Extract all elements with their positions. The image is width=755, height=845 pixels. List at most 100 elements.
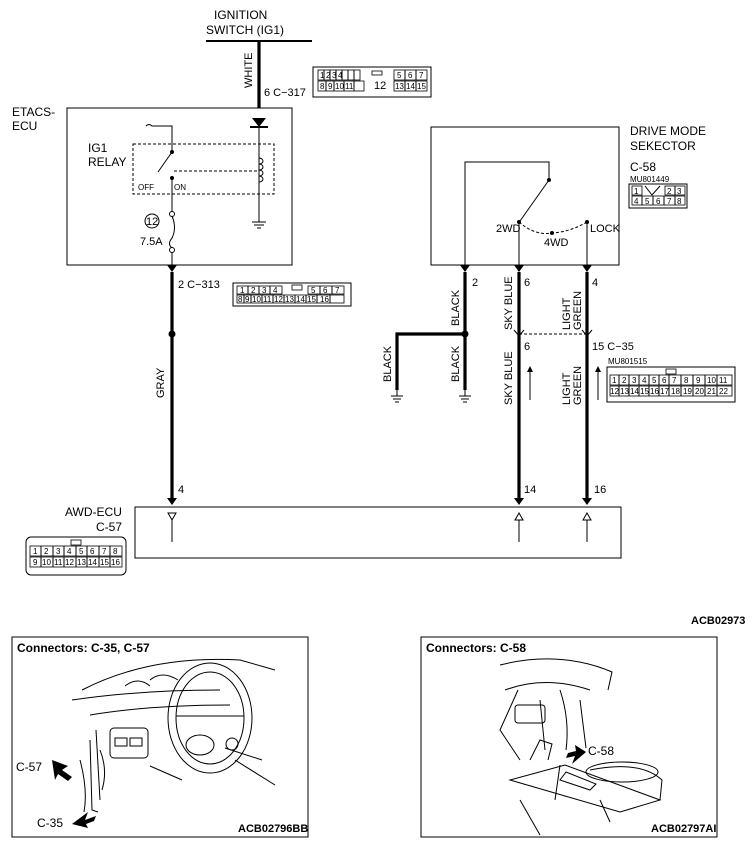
c35-pin-8: 8 xyxy=(684,376,689,385)
c313-pin-16: 16 xyxy=(320,295,329,304)
relay-label-2: RELAY xyxy=(88,155,126,169)
wire-label-white: WHITE xyxy=(243,53,255,88)
c57-pin-12: 12 xyxy=(65,558,74,567)
c35-pin-7: 7 xyxy=(672,376,677,385)
awd-ecu-terminal-14 xyxy=(514,511,524,542)
wire-black xyxy=(395,272,467,390)
c57-pin-10: 10 xyxy=(42,558,51,567)
c313-pin-6: 6 xyxy=(323,286,328,295)
ignition-switch-label-1: IGNITION xyxy=(214,8,267,22)
c313-pin-2: 2 xyxy=(251,286,256,295)
c57-pin-2: 2 xyxy=(44,547,49,556)
c317-pin-2: 2 xyxy=(326,71,331,80)
drive-mode-selector-label-1: DRIVE MODE xyxy=(630,124,706,138)
c58-pin-3: 3 xyxy=(677,187,682,196)
c57-pin-15: 15 xyxy=(100,558,109,567)
selector-common-lead xyxy=(464,161,550,265)
c35-pin-18: 18 xyxy=(671,387,680,396)
selector-pos-4wd: 4WD xyxy=(544,237,569,249)
wire-label-black-left: BLACK xyxy=(382,345,394,382)
selector-output-arrow-6 xyxy=(514,265,524,272)
c35-mark-light-green xyxy=(581,329,593,337)
pin-label-selector-6: 6 xyxy=(524,277,530,289)
c35-pin-21: 21 xyxy=(707,387,716,396)
etacs-ecu-box xyxy=(66,107,293,266)
photo-panel-c35-c57 xyxy=(11,636,309,838)
splice-point-gray xyxy=(168,330,176,338)
c317-pin-3: 3 xyxy=(332,71,337,80)
c313-pin-13: 13 xyxy=(285,295,294,304)
relay-pivot xyxy=(170,150,174,154)
photo-c35-arrow xyxy=(72,812,96,828)
awd-ecu-terminal-4 xyxy=(167,512,177,542)
console-illustration-right xyxy=(499,658,663,836)
c57-pin-8: 8 xyxy=(113,547,118,556)
selector-output-arrow-4 xyxy=(582,265,592,272)
c317-pin-9: 9 xyxy=(328,82,333,91)
diagram-code: ACB02973 xyxy=(691,615,745,627)
awd-input-arrow-14 xyxy=(514,498,524,505)
c58-pin-4: 4 xyxy=(634,197,639,206)
c35-pin-13: 13 xyxy=(620,387,629,396)
c317-pin-4: 4 xyxy=(338,71,343,80)
c35-pin-12: 12 xyxy=(610,387,619,396)
pin-label-c35-15: 15 C−35 xyxy=(592,341,634,353)
c35-pin-9: 9 xyxy=(696,376,701,385)
awd-ecu-connector: C-57 xyxy=(96,520,122,534)
c35-pin-2: 2 xyxy=(622,376,627,385)
c317-pin-14: 14 xyxy=(406,82,415,91)
c35-mark-sky-blue xyxy=(513,329,525,337)
photo-panel-c35-c57-title: Connectors: C-35, C-57 xyxy=(17,641,150,655)
c35-pin-19: 19 xyxy=(683,387,692,396)
relay-label-1: IG1 xyxy=(88,141,108,155)
c57-pin-6: 6 xyxy=(90,547,95,556)
c313-pin-8: 8 xyxy=(238,295,243,304)
photo-c57-callout: C-57 xyxy=(16,760,42,774)
c313-pin-1: 1 xyxy=(240,286,245,295)
c313-pin-7: 7 xyxy=(335,286,340,295)
c35-pin-10: 10 xyxy=(707,376,716,385)
c58-pin-2: 2 xyxy=(667,187,672,196)
c317-pin-10: 10 xyxy=(335,82,344,91)
c313-pin-3: 3 xyxy=(262,286,267,295)
photo-code-left: ACB02796BB xyxy=(238,823,308,835)
c57-pin-16: 16 xyxy=(111,558,120,567)
c313-pin-10: 10 xyxy=(252,295,261,304)
drive-mode-selector-label-2: SEKECTOR xyxy=(630,139,696,153)
photo-panel-c58-title: Connectors: C-58 xyxy=(426,641,526,655)
ground-symbol-left xyxy=(391,390,403,403)
photo-code-right: ACB02797AI xyxy=(651,823,716,835)
drive-mode-selector-part: MU801449 xyxy=(630,175,670,184)
photo-panel-c58 xyxy=(420,636,718,838)
c57-pin-3: 3 xyxy=(56,547,61,556)
c57-pin-7: 7 xyxy=(102,547,107,556)
c313-pin-11: 11 xyxy=(263,295,272,304)
wire-label-black-lower: BLACK xyxy=(450,345,462,382)
selector-switch-arm xyxy=(519,179,550,222)
c35-pin-22: 22 xyxy=(719,387,728,396)
connector-c35-face xyxy=(606,366,736,403)
wire-label-sky-blue-lower: SKY BLUE xyxy=(503,351,515,405)
photo-c57-arrow xyxy=(52,760,72,781)
awd-input-arrow-4 xyxy=(167,498,177,505)
fuse-number: 12 xyxy=(146,216,158,228)
c317-pin-7: 7 xyxy=(419,71,424,80)
selector-pos-lock: LOCK xyxy=(590,223,621,235)
c313-pin-9: 9 xyxy=(245,295,250,304)
c35-pin-17: 17 xyxy=(660,387,669,396)
selector-travel-arc xyxy=(518,221,588,234)
wire-label-light-lower: LIGHT xyxy=(561,372,573,405)
c317-pin-5: 5 xyxy=(397,71,402,80)
c57-pin-1: 1 xyxy=(33,547,38,556)
c317-pin-8: 8 xyxy=(320,82,325,91)
wire-label-gray: GRAY xyxy=(155,367,167,398)
dashboard-illustration-left xyxy=(71,658,276,813)
awd-ecu-terminal-16 xyxy=(582,511,592,542)
c317-pin-12: 12 xyxy=(374,80,386,92)
c317-pin-13: 13 xyxy=(395,82,404,91)
etacs-output-arrow xyxy=(167,265,177,272)
relay-dashed-box xyxy=(132,143,275,195)
etacs-ecu-label-1: ETACS- xyxy=(12,105,55,119)
c57-pin-9: 9 xyxy=(33,558,38,567)
